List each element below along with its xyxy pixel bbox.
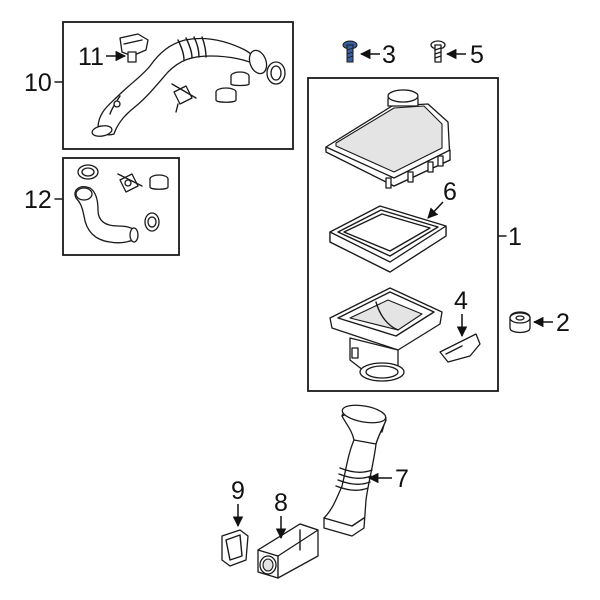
frame-12-box — [62, 157, 180, 256]
callout-6: 6 — [443, 178, 457, 206]
callout-1: 1 — [508, 223, 522, 251]
callout-7: 7 — [395, 465, 409, 493]
part-10-clamp[interactable] — [266, 61, 286, 85]
leader-arrow-6 — [427, 201, 444, 219]
part-10-intake-duct[interactable] — [91, 36, 269, 138]
frame-10-box — [62, 21, 294, 150]
part-12-duct[interactable] — [74, 186, 139, 244]
callout-2: 2 — [556, 309, 570, 337]
part-10-fitting[interactable] — [171, 83, 197, 113]
part-6-filter[interactable] — [329, 205, 447, 273]
part-4-bracket[interactable] — [439, 333, 481, 363]
part-10-grommet-upper[interactable] — [230, 71, 250, 87]
part-5-screw[interactable] — [430, 40, 446, 63]
part-12-clamp-top[interactable] — [77, 164, 99, 180]
callout-10: 10 — [24, 69, 52, 97]
part-8-inlet[interactable] — [257, 523, 319, 579]
callout-3: 3 — [382, 41, 396, 69]
callout-5: 5 — [470, 41, 484, 69]
callout-12: 12 — [24, 186, 52, 214]
callout-11: 11 — [78, 43, 104, 71]
callout-9: 9 — [231, 477, 245, 505]
callout-8: 8 — [274, 489, 288, 517]
part-12-clamp-side[interactable] — [144, 212, 160, 232]
part-air-cleaner-cover[interactable] — [325, 89, 451, 189]
leader-arrows — [106, 48, 553, 540]
part-12-fitting[interactable] — [117, 173, 143, 193]
part-11-sensor[interactable] — [119, 33, 149, 63]
part-10-grommet-lower[interactable] — [215, 87, 237, 103]
part-air-cleaner-lower-housing[interactable] — [329, 287, 443, 382]
callout-4: 4 — [454, 287, 468, 315]
part-3-bolt[interactable] — [342, 40, 358, 63]
frame-1-box — [307, 77, 499, 392]
part-2-grommet[interactable] — [509, 311, 531, 334]
part-9-plate[interactable] — [221, 529, 249, 567]
part-7-duct[interactable] — [323, 402, 387, 537]
part-12-grommet[interactable] — [149, 174, 169, 190]
